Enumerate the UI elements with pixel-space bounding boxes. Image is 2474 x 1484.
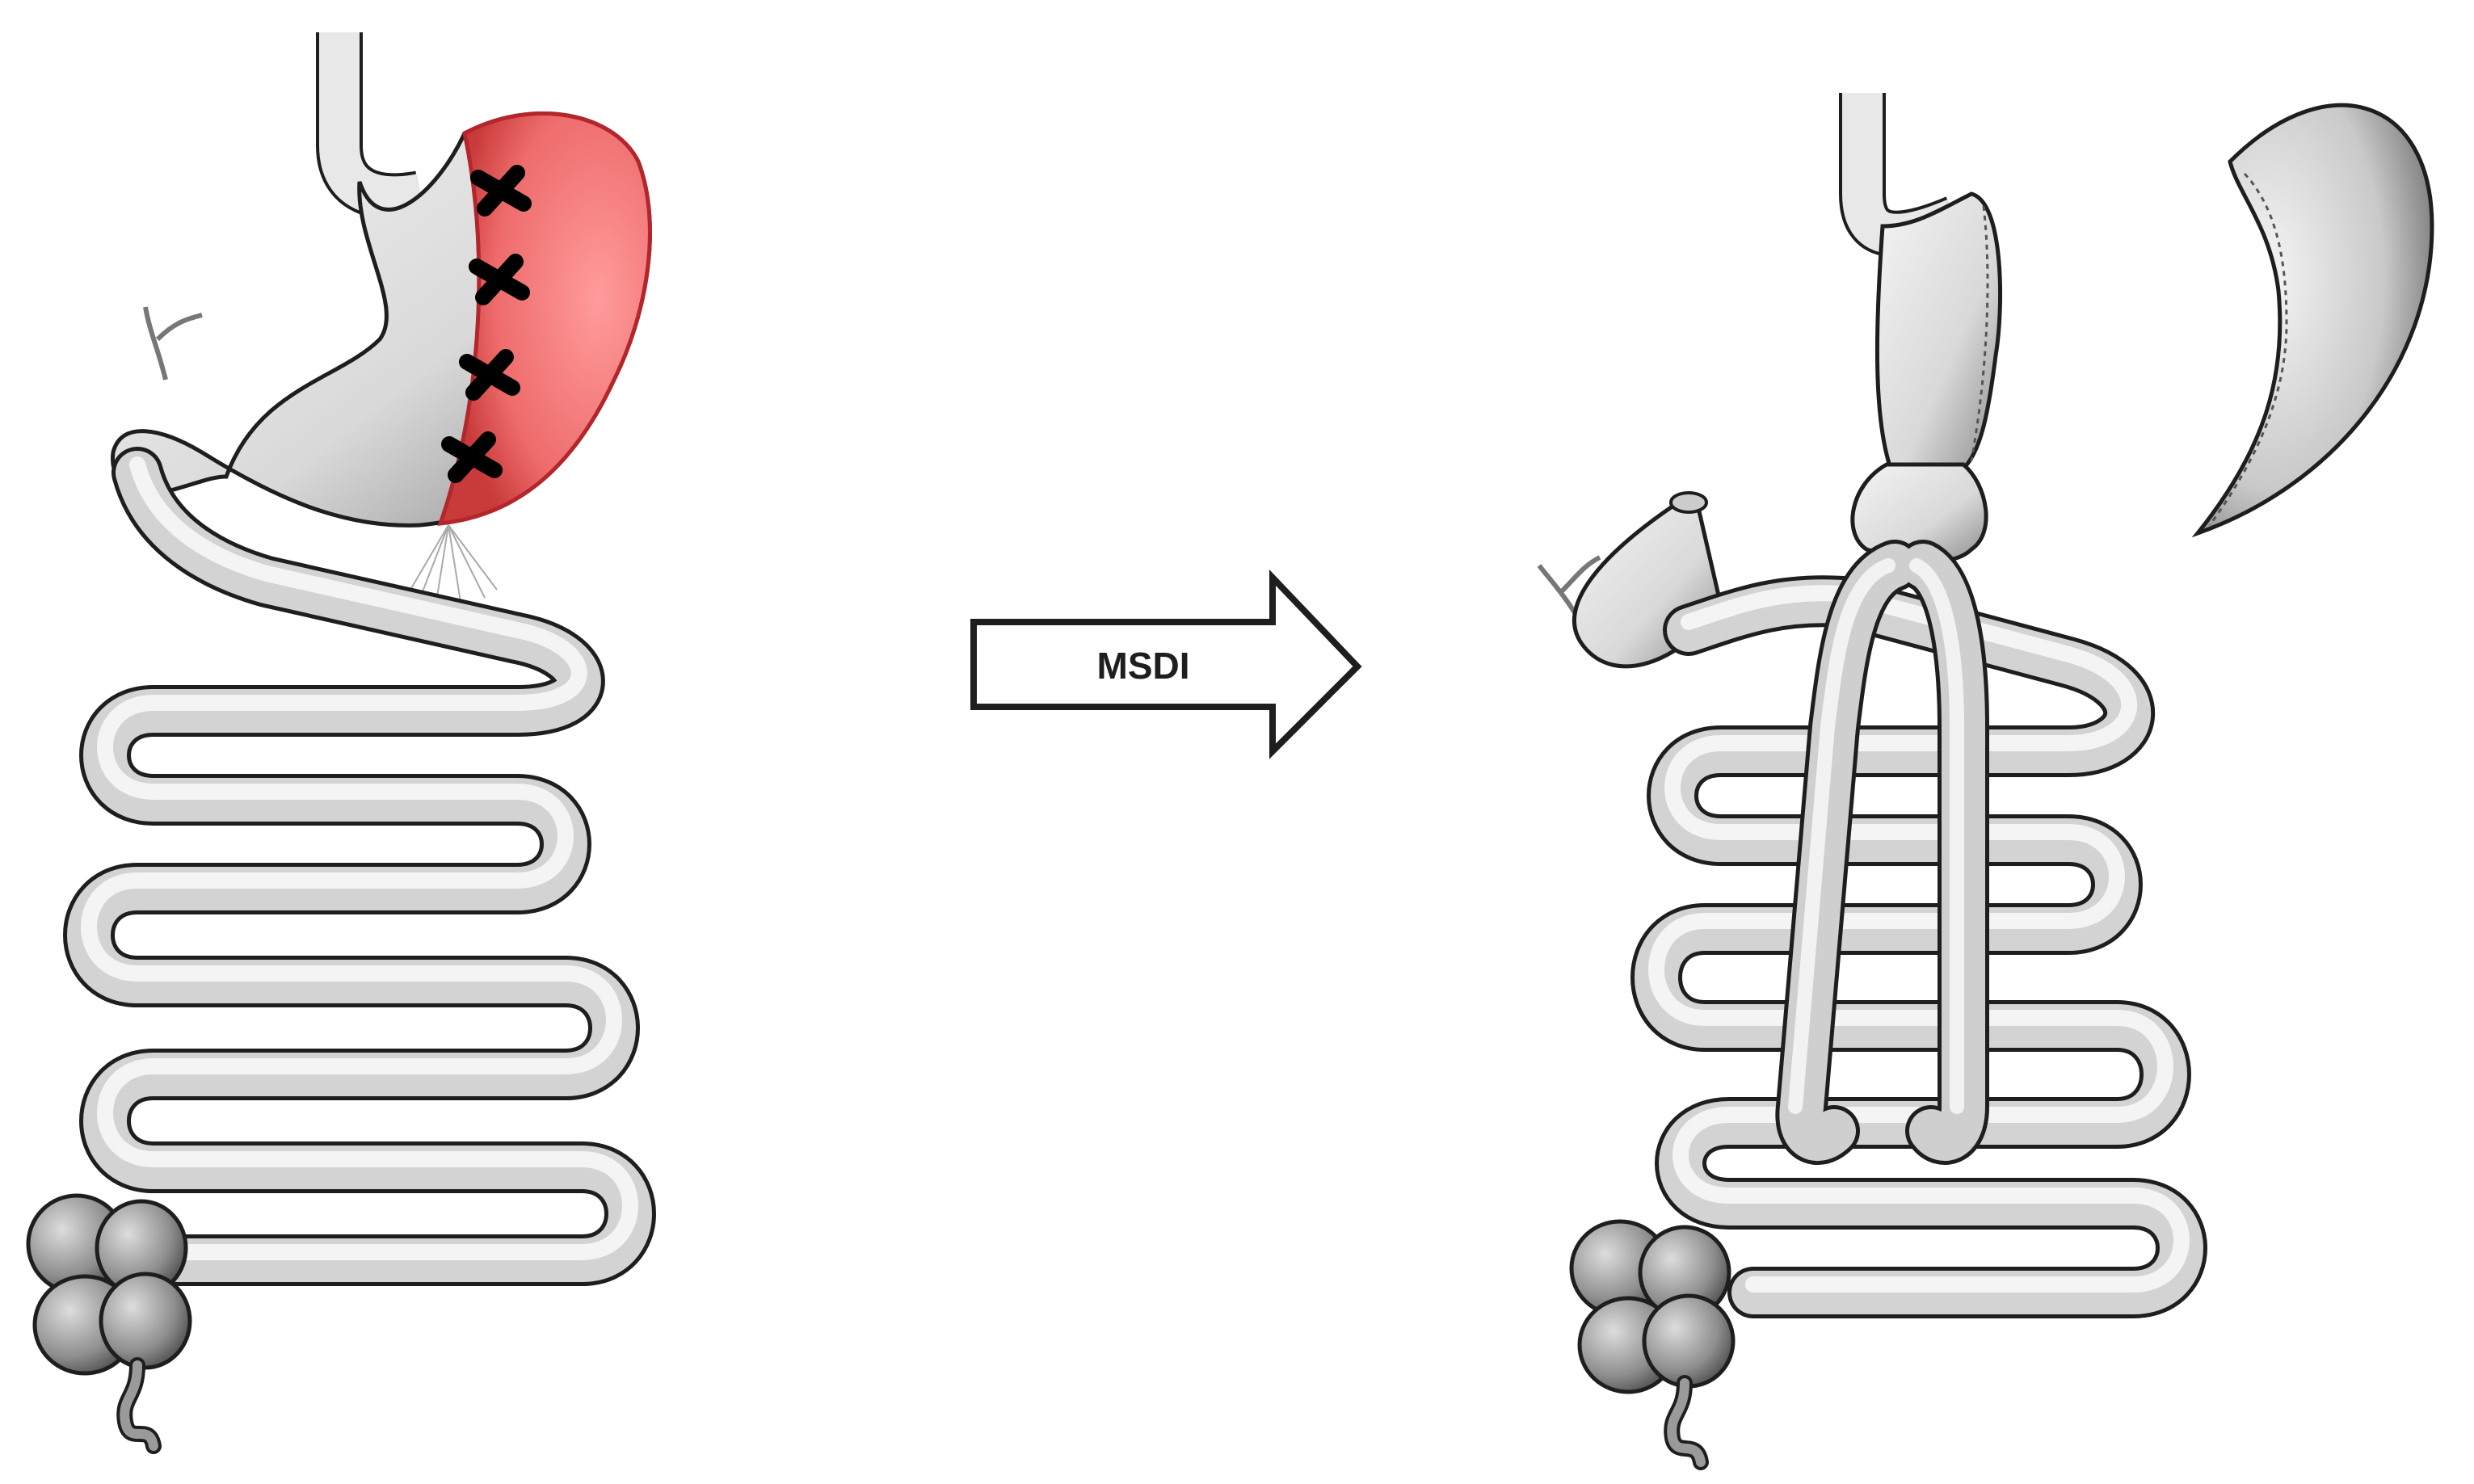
suture-marks xyxy=(441,165,532,483)
suture-mark xyxy=(459,349,520,401)
suture-mark xyxy=(469,254,530,305)
cecum xyxy=(1569,1219,1736,1470)
arrow-label: MSDI xyxy=(1097,645,1190,687)
cecum xyxy=(26,1193,192,1454)
before-panel xyxy=(26,32,656,1454)
staple-line xyxy=(1970,205,1989,461)
suture-mark xyxy=(470,165,532,217)
after-panel xyxy=(1537,93,2434,1470)
vessel-branch xyxy=(143,306,203,380)
suture-mark xyxy=(441,431,503,483)
process-arrow: MSDI xyxy=(970,570,1362,759)
gastric-sleeve xyxy=(1874,191,2003,471)
resected-stomach xyxy=(2191,103,2434,538)
omentum xyxy=(407,524,498,603)
